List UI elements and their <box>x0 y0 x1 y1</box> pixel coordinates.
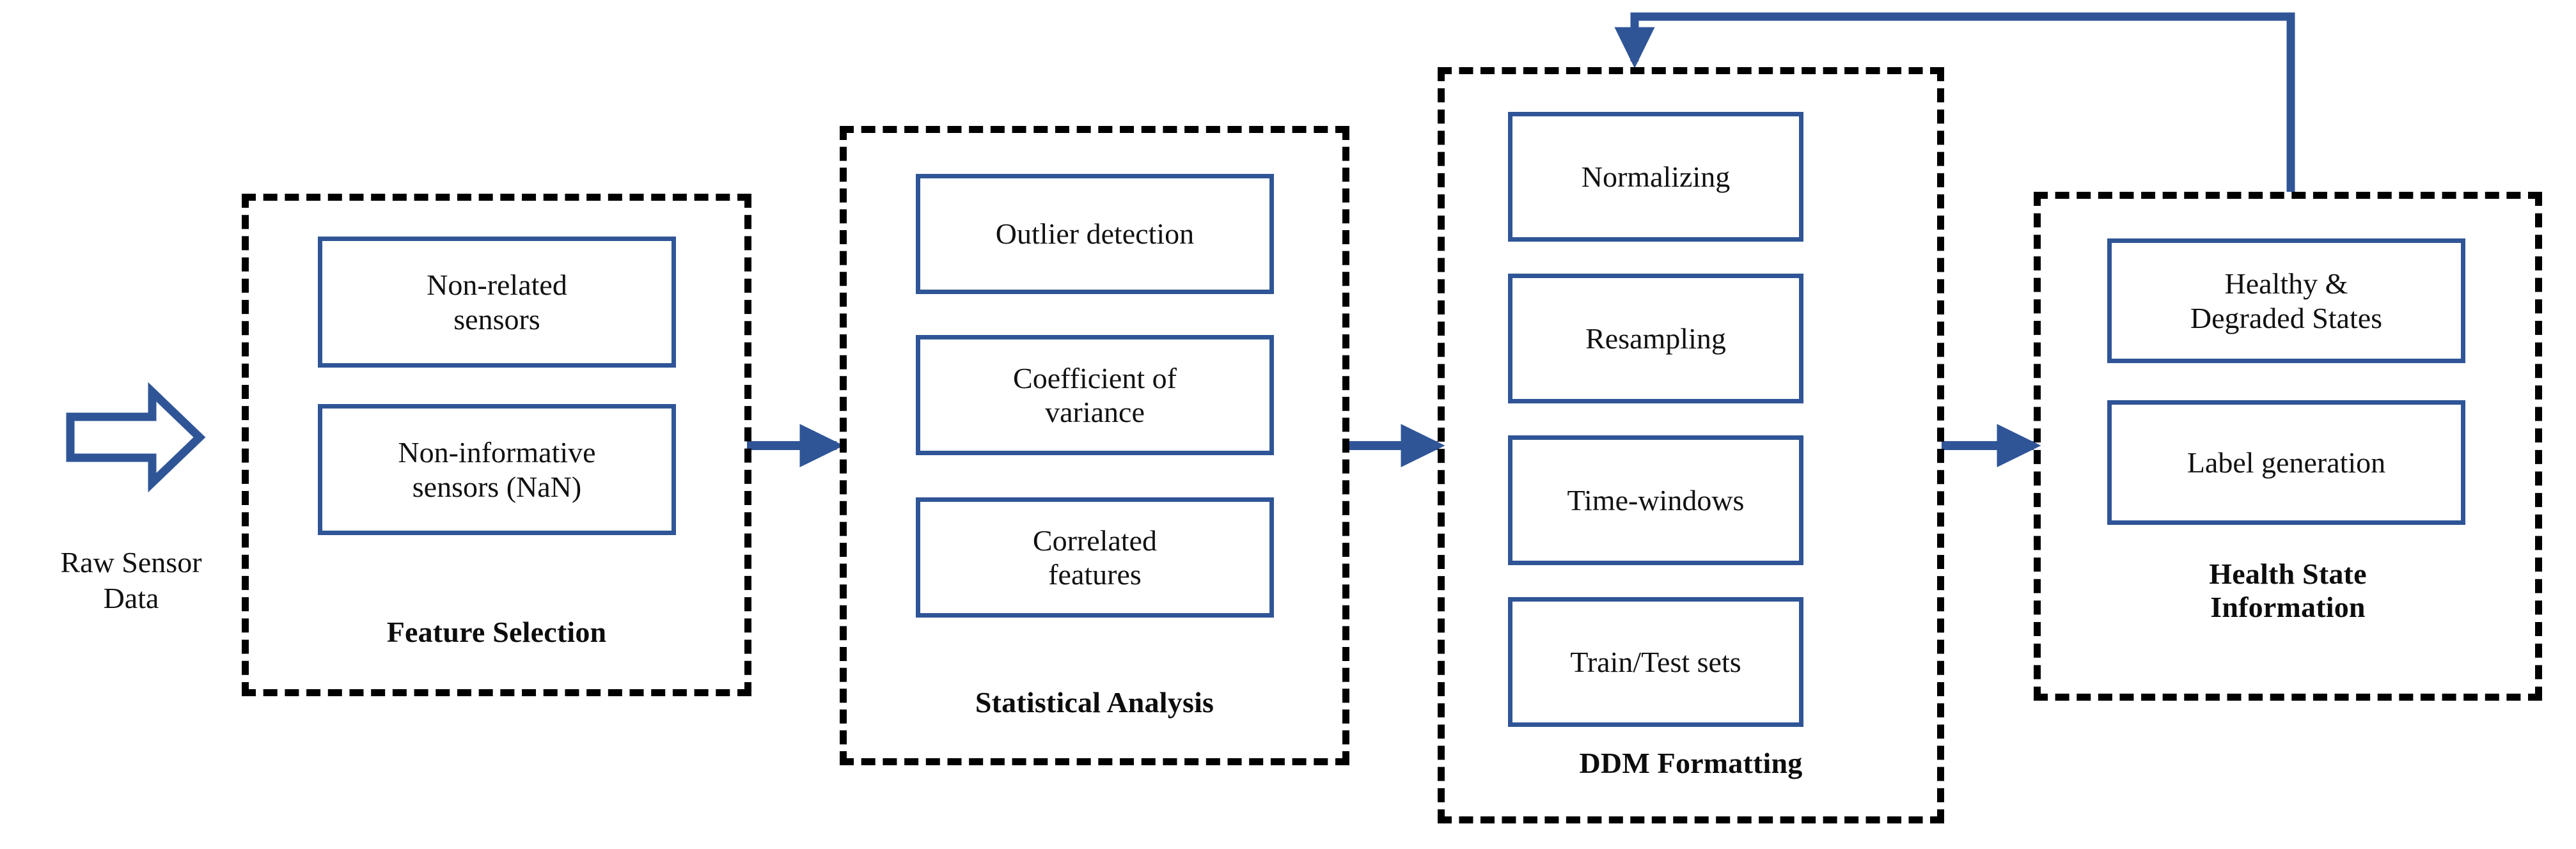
item-label-generation-label: Label generation <box>2187 446 2386 479</box>
caption-health-state-information-line2: Information <box>2210 591 2366 624</box>
item-coefficient-of-variance-line1: Coefficient of <box>1013 361 1177 394</box>
item-non-informative-sensors[interactable]: Non-informative sensors (NaN) <box>318 404 676 535</box>
caption-health-state-information: Health State Information <box>2034 557 2542 625</box>
item-time-windows[interactable]: Time-windows <box>1508 435 1803 565</box>
item-non-informative-sensors-line1: Non-informative <box>398 436 596 469</box>
stage-feature-selection[interactable] <box>242 194 751 696</box>
item-normalizing-label: Normalizing <box>1581 160 1731 193</box>
item-healthy-degraded-states[interactable]: Healthy & Degraded States <box>2107 238 2465 363</box>
item-label-generation[interactable]: Label generation <box>2107 400 2465 525</box>
stage-ddm-formatting[interactable] <box>1438 67 1944 823</box>
item-correlated-features[interactable]: Correlated features <box>916 497 1274 618</box>
caption-health-state-information-line1: Health State <box>2209 557 2367 590</box>
item-non-related-sensors-line2: sensors <box>453 302 540 336</box>
item-normalizing[interactable]: Normalizing <box>1508 112 1803 242</box>
caption-feature-selection: Feature Selection <box>386 616 607 648</box>
item-correlated-features-line2: features <box>1048 558 1142 591</box>
item-non-informative-sensors-line2: sensors (NaN) <box>412 470 582 503</box>
raw-sensor-data-label-line2: Data <box>103 582 159 615</box>
stage-health-state-information[interactable] <box>2034 192 2542 701</box>
raw-sensor-data-label: Raw Sensor Data <box>6 545 256 616</box>
item-train-test-sets-label: Train/Test sets <box>1570 645 1741 678</box>
item-healthy-degraded-states-line2: Degraded States <box>2190 301 2383 334</box>
item-train-test-sets[interactable]: Train/Test sets <box>1508 597 1803 727</box>
item-resampling[interactable]: Resampling <box>1508 274 1803 403</box>
item-resampling-label: Resampling <box>1585 322 1726 355</box>
item-correlated-features-line1: Correlated <box>1032 524 1158 557</box>
caption-ddm-formatting: DDM Formatting <box>1579 747 1803 779</box>
item-coefficient-of-variance-line2: variance <box>1045 396 1145 428</box>
item-outlier-detection[interactable]: Outlier detection <box>916 174 1274 294</box>
item-non-related-sensors-line1: Non-related <box>427 269 567 302</box>
block-arrow-right-icon <box>66 382 206 493</box>
raw-sensor-data-label-line1: Raw Sensor <box>60 546 202 579</box>
item-healthy-degraded-states-line1: Healthy & <box>2224 267 2348 300</box>
item-time-windows-label: Time-windows <box>1567 483 1745 517</box>
stage-statistical-analysis[interactable] <box>840 126 1349 765</box>
item-non-related-sensors[interactable]: Non-related sensors <box>318 237 676 368</box>
item-coefficient-of-variance[interactable]: Coefficient of variance <box>916 335 1274 455</box>
item-outlier-detection-label: Outlier detection <box>995 217 1195 251</box>
caption-statistical-analysis: Statistical Analysis <box>975 686 1214 719</box>
